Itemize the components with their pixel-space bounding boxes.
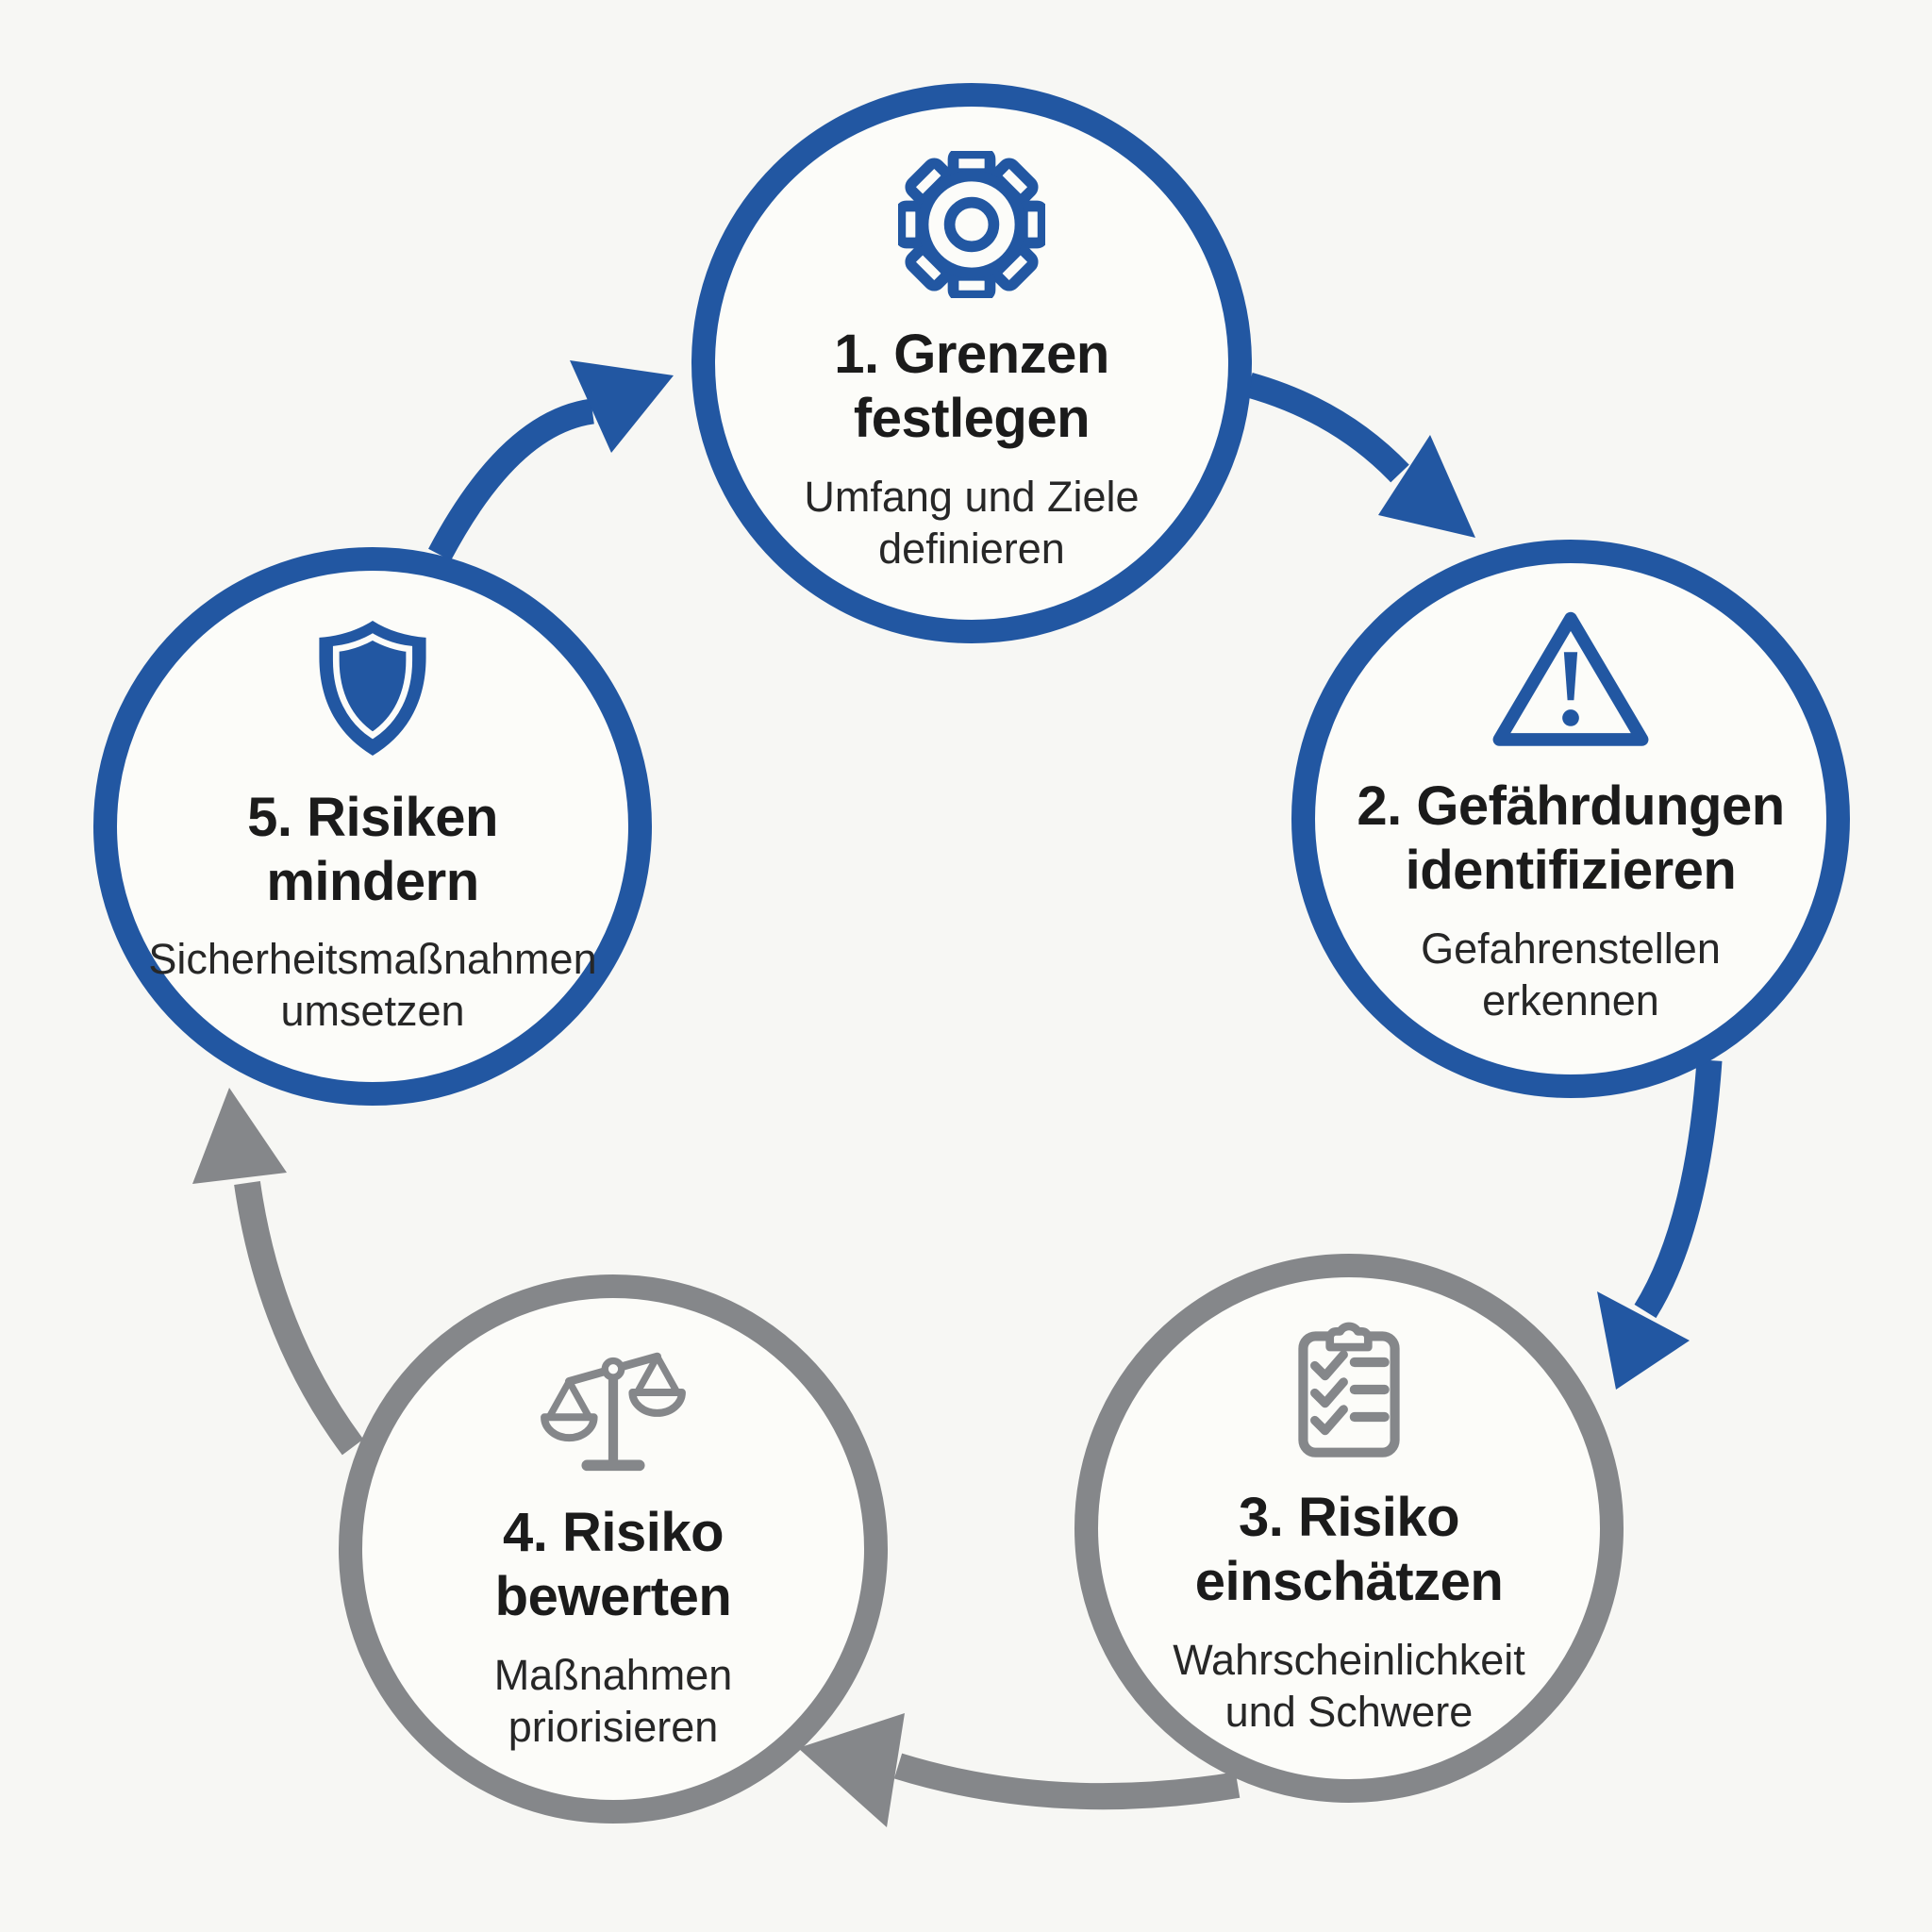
step-circle-5: 5. Risiken mindern Sicherheitsmaßnahmen … <box>93 547 652 1106</box>
step-subtitle: Sicherheitsmaßnahmen umsetzen <box>148 934 596 1038</box>
warning-triangle-icon <box>1491 610 1651 750</box>
step-subtitle-line: erkennen <box>1482 975 1659 1024</box>
arrow-1-to-2 <box>1245 373 1475 538</box>
step-title-line: mindern <box>266 850 479 912</box>
step-subtitle-line: Wahrscheinlichkeit <box>1173 1635 1525 1684</box>
step-subtitle-line: Gefahrenstellen <box>1421 924 1721 973</box>
step-title-line: 3. Risiko <box>1238 1487 1460 1549</box>
arrow-3-to-4 <box>798 1713 1241 1827</box>
step-subtitle-line: umsetzen <box>280 987 465 1036</box>
step-circle-3: 3. Risiko einschätzen Wahrscheinlichkeit… <box>1074 1254 1624 1803</box>
step-title-line: identifizieren <box>1405 840 1737 902</box>
step-subtitle-line: definieren <box>878 524 1065 573</box>
step-title-line: 1. Grenzen <box>834 324 1109 386</box>
scales-icon <box>536 1344 691 1476</box>
step-title: 1. Grenzen festlegen <box>834 323 1109 451</box>
step-title: 2. Gefährdungen identifizieren <box>1357 774 1785 903</box>
step-subtitle-line: Sicherheitsmaßnahmen <box>148 935 597 984</box>
arrow-4-to-5 <box>192 1088 364 1456</box>
step-subtitle-line: und Schwere <box>1224 1687 1474 1736</box>
step-subtitle: Maßnahmen priorisieren <box>494 1650 733 1754</box>
arrow-5-to-1 <box>428 360 674 561</box>
step-title: 5. Risiken mindern <box>247 786 498 914</box>
step-title-line: 2. Gefährdungen <box>1357 775 1785 838</box>
step-subtitle-line: Maßnahmen <box>493 1650 733 1699</box>
step-subtitle-line: priorisieren <box>508 1702 719 1751</box>
step-circle-1: 1. Grenzen festlegen Umfang und Ziele de… <box>691 83 1252 643</box>
step-title: 3. Risiko einschätzen <box>1195 1486 1504 1614</box>
arrow-2-to-3 <box>1597 1059 1723 1390</box>
step-subtitle: Gefahrenstellen erkennen <box>1421 924 1721 1027</box>
step-subtitle-line: Umfang und Ziele <box>804 472 1140 521</box>
step-subtitle: Wahrscheinlichkeit und Schwere <box>1173 1635 1524 1739</box>
step-circle-4: 4. Risiko bewerten Maßnahmen priorisiere… <box>339 1274 888 1824</box>
shield-icon <box>309 615 436 761</box>
clipboard-checklist-icon <box>1294 1318 1404 1461</box>
step-circle-2: 2. Gefährdungen identifizieren Gefahrens… <box>1291 540 1850 1098</box>
step-title: 4. Risiko bewerten <box>495 1501 732 1629</box>
gear-icon <box>894 147 1049 302</box>
step-subtitle: Umfang und Ziele definieren <box>804 472 1139 575</box>
step-title-line: 4. Risiko <box>502 1502 724 1564</box>
step-title-line: bewerten <box>494 1566 732 1628</box>
step-title-line: einschätzen <box>1194 1551 1504 1613</box>
step-title-line: 5. Risiken <box>247 786 498 848</box>
step-title-line: festlegen <box>853 388 1091 450</box>
